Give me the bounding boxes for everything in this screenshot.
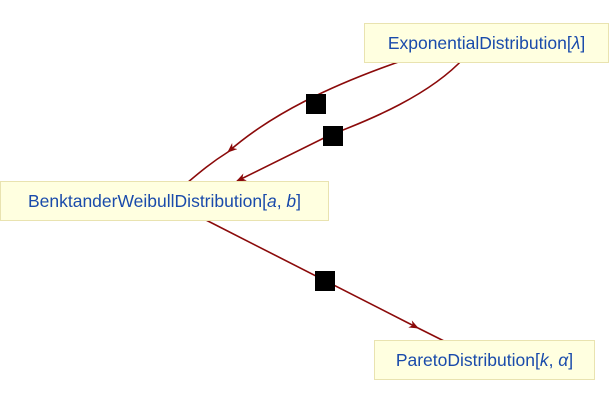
node-pareto-name: ParetoDistribution [395, 349, 535, 370]
edge-benktander-to-pareto [203, 218, 419, 329]
node-benktander-param-b: b [286, 190, 297, 211]
node-exponential-distribution[interactable]: ExponentialDistribution[λ] [364, 23, 609, 63]
node-exponential-param-lambda: λ [571, 32, 581, 53]
edge-label-3 [315, 271, 335, 291]
node-exponential-name: ExponentialDistribution [387, 32, 567, 53]
edge-exponential-to-benktander-1 [227, 57, 411, 153]
node-benktander-name: BenktanderWeibullDistribution [27, 190, 263, 211]
node-pareto-param-k: k [539, 349, 549, 370]
node-benktander-param-a: a [266, 190, 277, 211]
edge-label-2 [323, 126, 343, 146]
edge-exponential-to-benktander-1-tail [186, 151, 229, 184]
node-benktander-weibull-distribution[interactable]: BenktanderWeibullDistribution[a, b] [0, 181, 329, 221]
edge-label-1 [306, 94, 326, 114]
edge-benktander-to-pareto-tail [417, 327, 447, 343]
node-pareto-param-alpha: α [558, 349, 569, 370]
node-pareto-distribution[interactable]: ParetoDistribution[k, α] [374, 340, 595, 380]
